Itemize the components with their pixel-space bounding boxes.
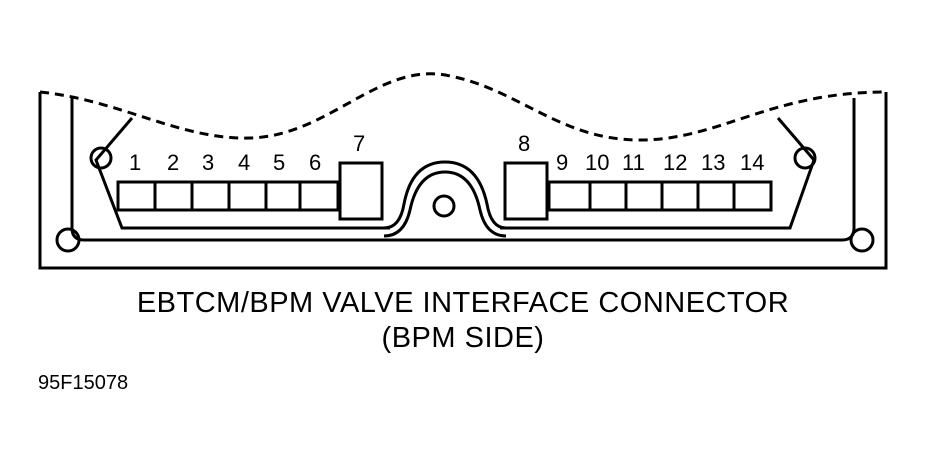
break-line xyxy=(39,72,887,142)
left-pin-row xyxy=(116,180,340,212)
inner-housing xyxy=(70,98,856,242)
pin-label-8: 8 xyxy=(518,131,530,156)
diagram-subtitle: (BPM SIDE) xyxy=(381,322,545,354)
pin-label-12: 12 xyxy=(663,150,687,175)
pin-label-13: 13 xyxy=(701,150,725,175)
mounting-hole-right-upper xyxy=(793,146,817,170)
diagram-title: EBTCM/BPM VALVE INTERFACE CONNECTOR xyxy=(136,287,790,319)
center-hole xyxy=(432,194,456,218)
mounting-hole-left-lower xyxy=(55,227,81,253)
pin-label-1: 1 xyxy=(129,150,141,175)
left-shell-edge xyxy=(94,117,390,230)
right-pin-row xyxy=(547,180,773,212)
pin-label-2: 2 xyxy=(167,150,179,175)
pin-label-7: 7 xyxy=(353,131,365,156)
pin-label-14: 14 xyxy=(740,150,764,175)
mounting-hole-right-lower xyxy=(849,227,875,253)
figure-id: 95F15078 xyxy=(38,372,129,394)
pin-label-9: 9 xyxy=(556,150,568,175)
pin-7-block xyxy=(338,161,384,221)
pin-label-11: 11 xyxy=(622,150,645,175)
pin-label-4: 4 xyxy=(238,150,250,175)
center-hump xyxy=(383,160,507,230)
pin-label-3: 3 xyxy=(202,150,214,175)
center-hump-inner xyxy=(383,170,507,238)
right-shell-edge xyxy=(500,117,816,230)
pin-8-block xyxy=(503,161,549,221)
outer-housing xyxy=(38,92,888,270)
pin-label-6: 6 xyxy=(309,150,321,175)
mounting-hole-left-upper xyxy=(89,146,113,170)
pin-label-5: 5 xyxy=(273,150,285,175)
pin-label-10: 10 xyxy=(585,150,609,175)
